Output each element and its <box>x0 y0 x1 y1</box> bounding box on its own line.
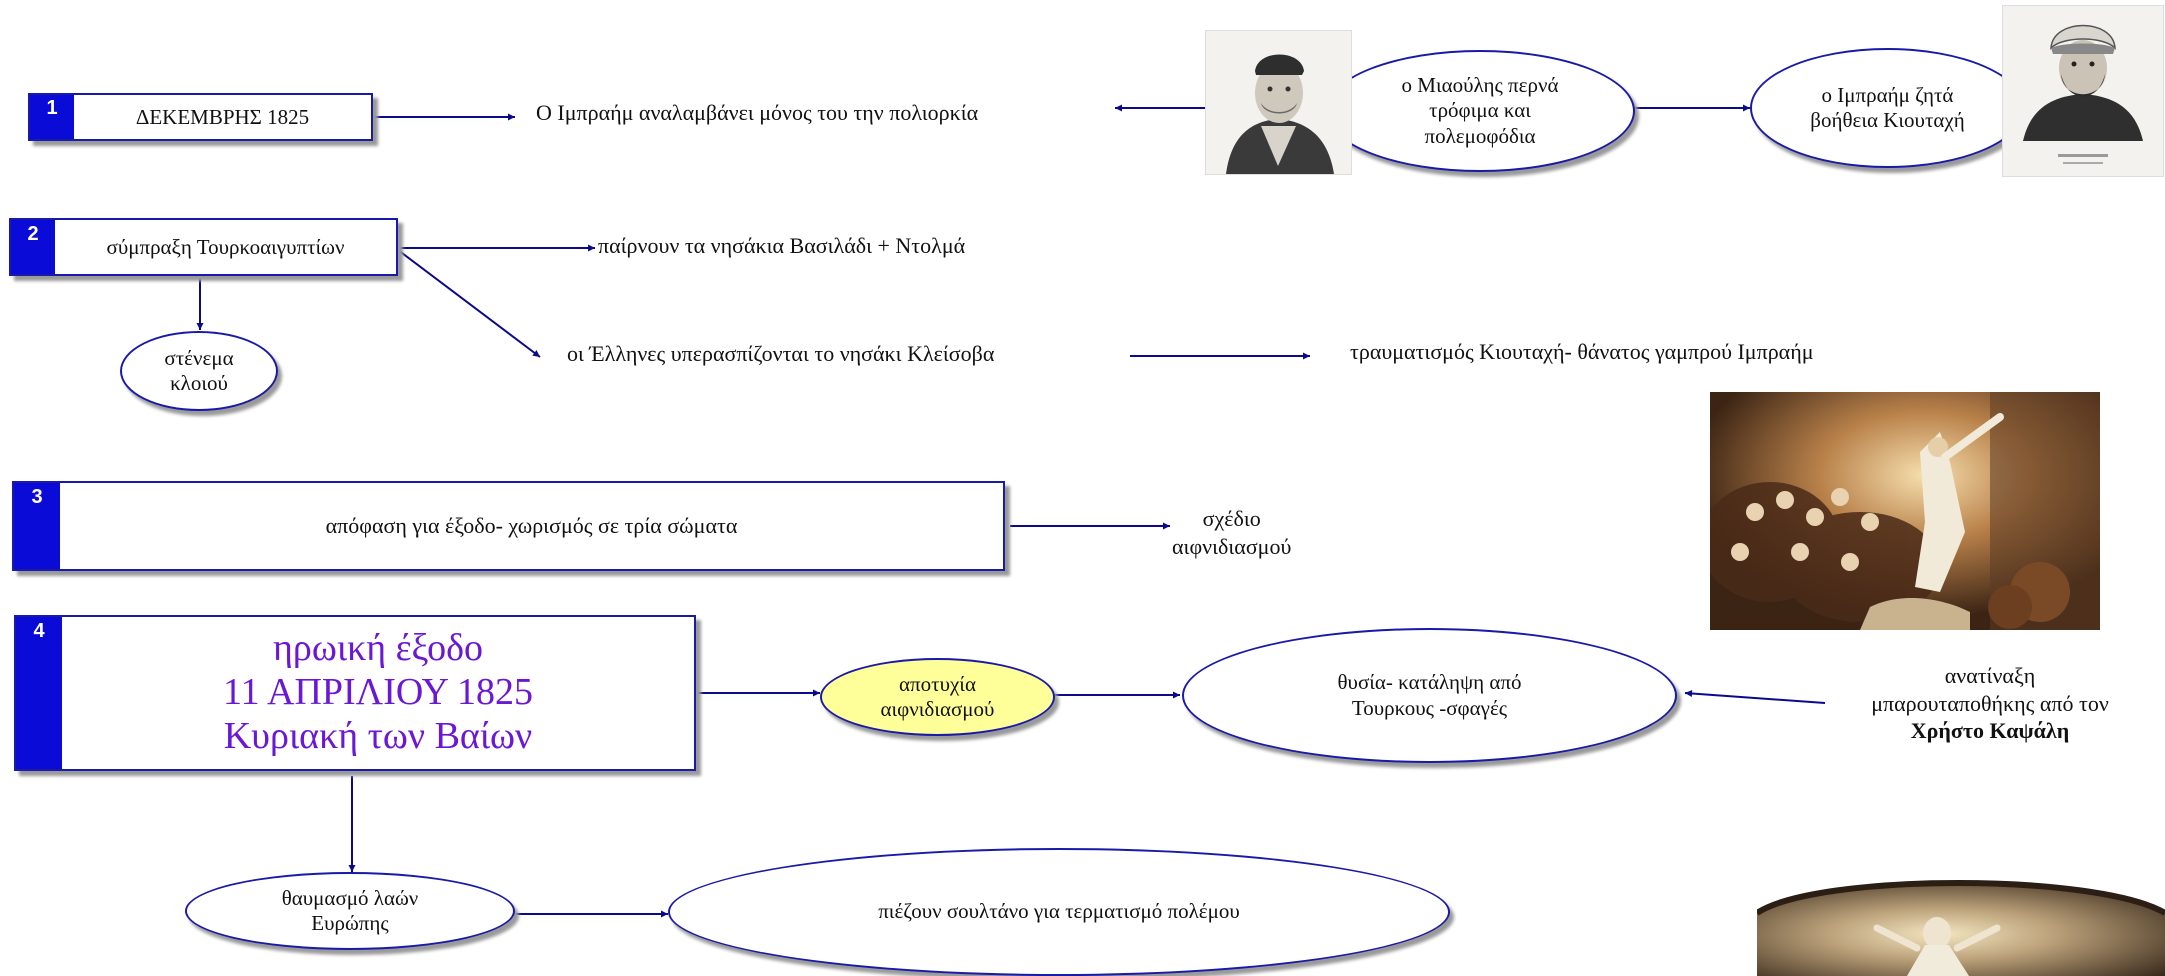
noose-ellipse: στένεμα κλοιού <box>120 331 278 411</box>
pressure-text: πιέζουν σουλτάνο για τερματισμό πολέμου <box>878 899 1240 924</box>
kiutahi-help-ellipse: ο Ιμπραήμ ζητά βοήθεια Κιουταχή <box>1750 48 2025 168</box>
exodus-line-3: Κυριακή των Βαίων <box>223 714 533 757</box>
noose-line-2: κλοιού <box>170 371 228 395</box>
miaoulis-line-3: πολεμοφόδια <box>1424 123 1536 148</box>
explosion-line-2: μπαρουταποθήκης από τον <box>1871 690 2109 716</box>
painting-icon <box>1710 392 2100 630</box>
step-1-label: ΔΕΚΕΜΒΡΗΣ 1825 <box>135 104 310 129</box>
exodus-line-1: ηρωική έξοδο <box>273 627 483 670</box>
arrow-symp-to-kleisova <box>397 249 541 358</box>
noose-line-1: στένεμα <box>164 345 234 370</box>
kiutahi-portrait-image <box>2002 5 2164 177</box>
step-4-box: 4 ηρωική έξοδο 11 ΑΠΡΙΛΙΟΥ 1825 Κυριακή … <box>14 615 696 771</box>
heroic-exodus-text: ηρωική έξοδο 11 ΑΠΡΙΛΙΟΥ 1825 Κυριακή τω… <box>62 617 694 769</box>
miaoulis-line-1: ο Μιαούλης περνά <box>1401 73 1559 98</box>
explosion-label: ανατίναξη μπαρουταποθήκης από τον Χρήστο… <box>1820 662 2160 745</box>
surprise-failure-ellipse: αποτυχία αιφνιδιασμού <box>820 658 1055 736</box>
islands-label: παίρνουν τα νησάκια Βασιλάδι + Ντολμά <box>598 233 966 258</box>
admiration-line-1: θαυμασμό λαών <box>281 885 419 910</box>
portrait-icon <box>2003 6 2163 176</box>
ibrahim-siege-label: Ο Ιμπραήμ αναλαμβάνει μόνος του την πολι… <box>536 100 979 125</box>
sacrifice-line-2: Τουρκους -σφαγές <box>1351 695 1508 720</box>
sacrifice-ellipse: θυσία- κατάληψη από Τουρκους -σφαγές <box>1182 628 1677 763</box>
step-number-4: 4 <box>16 617 62 769</box>
resurrection-painting-image <box>1757 873 2165 976</box>
kiutahi-line-1: ο Ιμπραήμ ζητά <box>1821 82 1954 107</box>
step-number-3: 3 <box>14 483 60 569</box>
surprise-plan-label: σχέδιο αιφνιδιασμού <box>1172 505 1291 560</box>
europe-admiration-ellipse: θαυμασμό λαών Ευρώπης <box>185 872 515 950</box>
admiration-line-2: Ευρώπης <box>311 911 389 935</box>
step-2-box: 2 σύμπραξη Τουρκοαιγυπτίων <box>9 218 398 276</box>
painting-icon <box>1757 880 2165 976</box>
miaoulis-line-2: τρόφιμα και <box>1429 98 1531 123</box>
failure-line-1: αποτυχία <box>899 671 976 696</box>
kiutahi-line-2: βοήθεια Κιουταχή <box>1810 108 1965 132</box>
step-3-box: 3 απόφαση για έξοδο- χωρισμός σε τρία σώ… <box>12 481 1005 571</box>
step-1-box: 1 ΔΕΚΕΜΒΡΗΣ 1825 <box>28 93 373 141</box>
miaoulis-portrait-image <box>1205 30 1352 175</box>
explosion-line-1: ανατίναξη <box>1944 663 2036 688</box>
step-2-label: σύμπραξη Τουρκοαιγυπτίων <box>106 234 345 259</box>
miaoulis-ellipse: ο Μιαούλης περνά τρόφιμα και πολεμοφόδια <box>1325 50 1635 172</box>
kleisova-label: οι Έλληνες υπερασπίζονται το νησάκι Κλεί… <box>567 341 995 366</box>
step-number-2: 2 <box>11 220 55 274</box>
portrait-icon <box>1206 31 1351 174</box>
failure-line-2: αιφνιδιασμού <box>880 697 995 721</box>
sultan-pressure-ellipse: πιέζουν σουλτάνο για τερματισμό πολέμου <box>668 848 1450 976</box>
explosion-line-3: Χρήστο Καψάλη <box>1910 718 2070 743</box>
step-3-label: απόφαση για έξοδο- χωρισμός σε τρία σώμα… <box>325 513 738 538</box>
explosion-painting-image <box>1710 392 2100 630</box>
plan-line-2: αιφνιδιασμού <box>1172 533 1292 559</box>
injury-label: τραυματισμός Κιουταχή- θάνατος γαμπρού Ι… <box>1350 339 1814 364</box>
step-number-1: 1 <box>30 95 74 139</box>
arrow-explosion-to-sacrifice <box>1684 690 1826 704</box>
exodus-line-2: 11 ΑΠΡΙΛΙΟΥ 1825 <box>223 671 533 714</box>
sacrifice-line-1: θυσία- κατάληψη από <box>1337 670 1522 695</box>
plan-line-1: σχέδιο <box>1202 506 1261 531</box>
